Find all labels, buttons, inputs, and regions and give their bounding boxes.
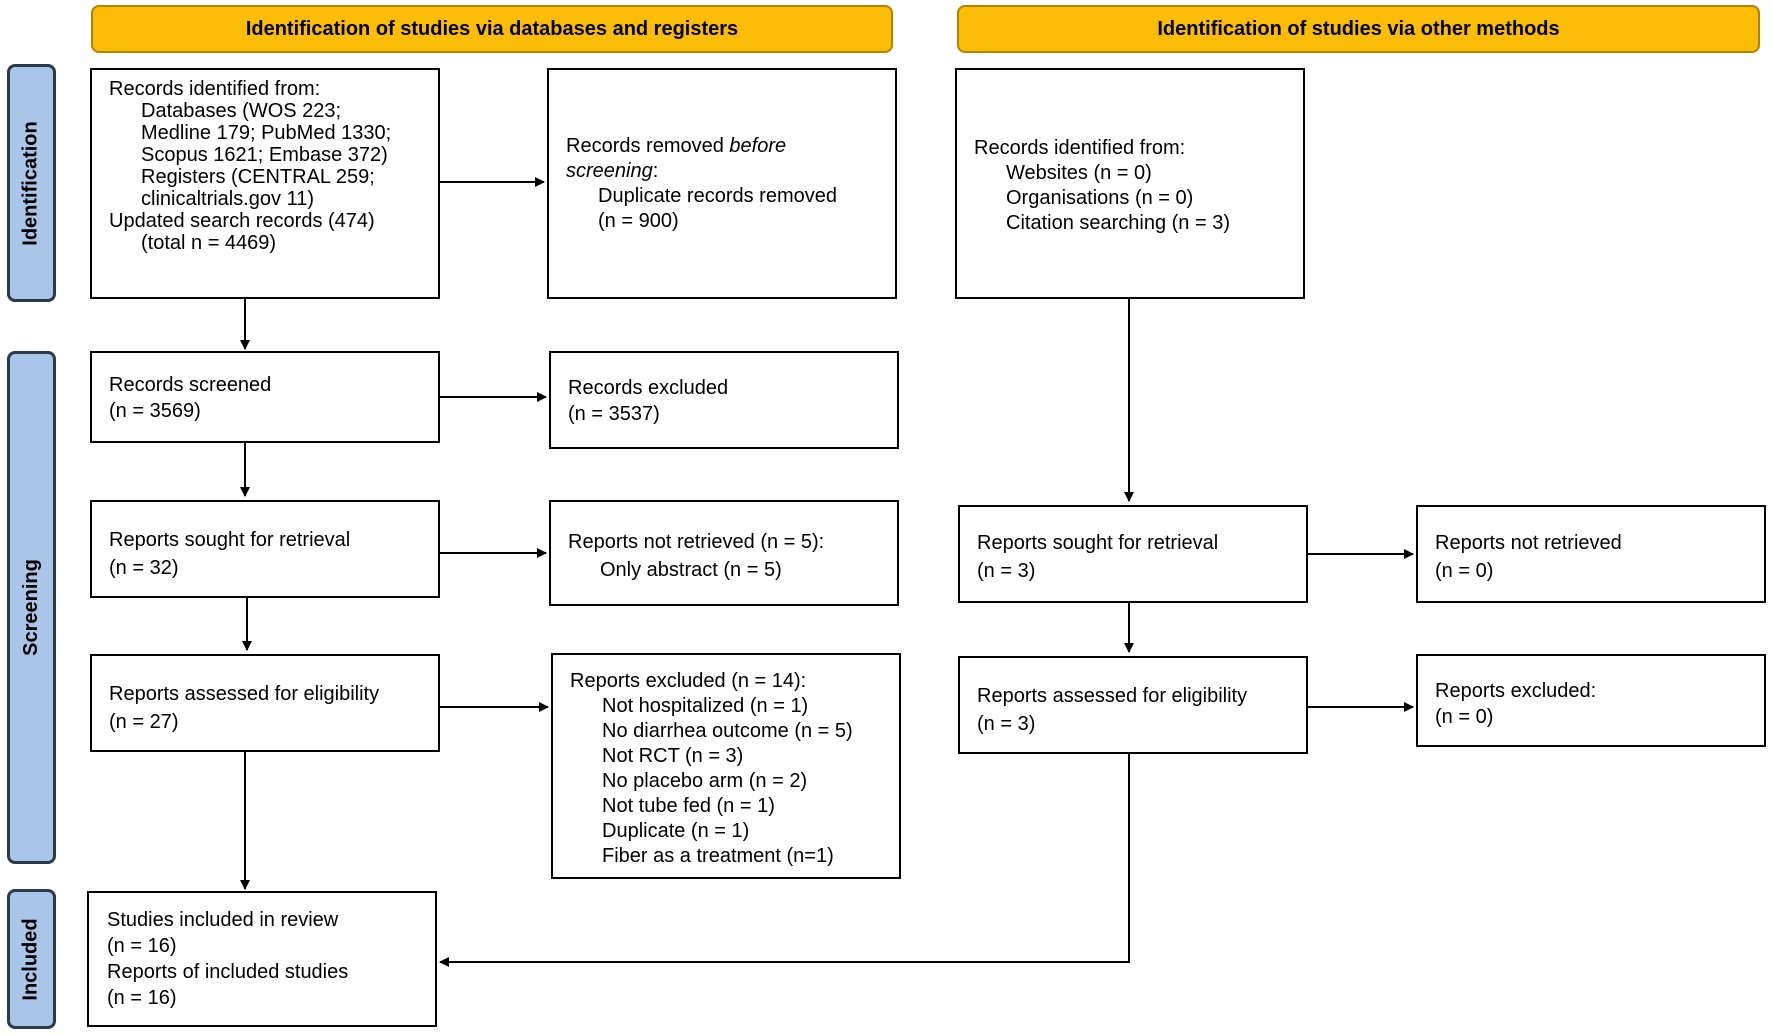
records-identified-line: Medline 179; PubMed 1330; — [141, 122, 392, 144]
phase-identification: Identification — [7, 64, 56, 302]
header-databases-registers-label: Identification of studies via databases … — [245, 17, 739, 40]
records-excluded-title: Records excluded — [568, 377, 729, 399]
reports-sought-title: Reports sought for retrieval — [109, 529, 351, 551]
exclusion-reason: Not tube fed (n = 1) — [602, 795, 775, 817]
records-identified-box: Records identified from: Databases (WOS … — [90, 68, 440, 299]
exclusion-reason: Fiber as a treatment (n=1) — [602, 845, 834, 867]
records-excluded-count: (n = 3537) — [568, 403, 660, 425]
other-reports-not-retrieved-count: (n = 0) — [1435, 560, 1494, 582]
reports-assessed-title: Reports assessed for eligibility — [109, 683, 380, 705]
other-reports-excluded-title: Reports excluded: — [1435, 680, 1597, 702]
arrow-other-assessed-to-included — [439, 754, 1130, 967]
other-source-line: Citation searching (n = 3) — [1006, 212, 1231, 234]
records-identified-title: Records identified from: — [109, 78, 321, 100]
reports-assessed-box: Reports assessed for eligibility (n = 27… — [90, 654, 440, 752]
other-records-identified-title: Records identified from: — [974, 137, 1186, 159]
records-screened-box: Records screened (n = 3569) — [90, 351, 440, 443]
other-reports-assessed-count: (n = 3) — [977, 713, 1036, 735]
records-removed-title-2: screening: — [566, 160, 659, 182]
other-source-line: Websites (n = 0) — [1006, 162, 1152, 184]
records-excluded-box: Records excluded (n = 3537) — [549, 351, 899, 449]
other-reports-assessed-box: Reports assessed for eligibility (n = 3) — [958, 656, 1308, 754]
exclusion-reason: Duplicate (n = 1) — [602, 820, 750, 842]
records-identified-updated: Updated search records (474) — [109, 210, 375, 232]
header-other-methods: Identification of studies via other meth… — [957, 5, 1760, 53]
studies-included-count: (n = 16) — [107, 935, 177, 957]
reports-assessed-count: (n = 27) — [109, 711, 179, 733]
reports-sought-box: Reports sought for retrieval (n = 32) — [90, 500, 440, 598]
reports-included-title: Reports of included studies — [107, 961, 349, 983]
other-records-identified-box: Records identified from: Websites (n = 0… — [955, 68, 1305, 299]
phase-screening: Screening — [7, 351, 56, 864]
other-reports-excluded-count: (n = 0) — [1435, 706, 1494, 728]
reports-sought-count: (n = 32) — [109, 557, 179, 579]
exclusion-reason: Not hospitalized (n = 1) — [602, 695, 809, 717]
reports-excluded-box: Reports excluded (n = 14): Not hospitali… — [551, 653, 901, 879]
records-identified-line: Scopus 1621; Embase 372) — [141, 144, 388, 166]
other-reports-excluded-box: Reports excluded: (n = 0) — [1416, 654, 1766, 747]
header-other-methods-label: Identification of studies via other meth… — [1157, 17, 1560, 40]
other-reports-sought-count: (n = 3) — [977, 560, 1036, 582]
records-removed-title: Records removed before — [566, 135, 787, 157]
other-reports-not-retrieved-box: Reports not retrieved (n = 0) — [1416, 505, 1766, 603]
studies-included-title: Studies included in review — [107, 909, 339, 931]
reports-not-retrieved-box: Reports not retrieved (n = 5): Only abst… — [549, 500, 899, 606]
records-removed-line: Duplicate records removed — [598, 185, 837, 207]
studies-included-box: Studies included in review (n = 16) Repo… — [87, 891, 437, 1027]
records-identified-line: Databases (WOS 223; — [141, 100, 342, 122]
other-reports-sought-title: Reports sought for retrieval — [977, 532, 1219, 554]
header-databases-registers: Identification of studies via databases … — [91, 5, 893, 53]
records-removed-box: Records removed before screening: Duplic… — [547, 68, 897, 299]
reports-excluded-title: Reports excluded (n = 14): — [570, 670, 807, 692]
records-screened-title: Records screened — [109, 374, 272, 396]
exclusion-reason: No diarrhea outcome (n = 5) — [602, 720, 853, 742]
other-reports-sought-box: Reports sought for retrieval (n = 3) — [958, 505, 1308, 603]
phase-included: Included — [7, 889, 56, 1029]
records-identified-line: clinicaltrials.gov 11) — [141, 188, 315, 210]
reports-included-count: (n = 16) — [107, 987, 177, 1009]
records-removed-count: (n = 900) — [598, 210, 679, 232]
reports-not-retrieved-title: Reports not retrieved (n = 5): — [568, 531, 825, 553]
records-screened-count: (n = 3569) — [109, 400, 201, 422]
other-reports-assessed-title: Reports assessed for eligibility — [977, 685, 1248, 707]
records-identified-line: Registers (CENTRAL 259; — [141, 166, 375, 188]
reports-not-retrieved-reason: Only abstract (n = 5) — [600, 559, 782, 581]
other-reports-not-retrieved-title: Reports not retrieved — [1435, 532, 1622, 554]
exclusion-reason: No placebo arm (n = 2) — [602, 770, 808, 792]
records-identified-total: (total n = 4469) — [141, 232, 277, 254]
other-source-line: Organisations (n = 0) — [1006, 187, 1194, 209]
exclusion-reason: Not RCT (n = 3) — [602, 745, 744, 767]
